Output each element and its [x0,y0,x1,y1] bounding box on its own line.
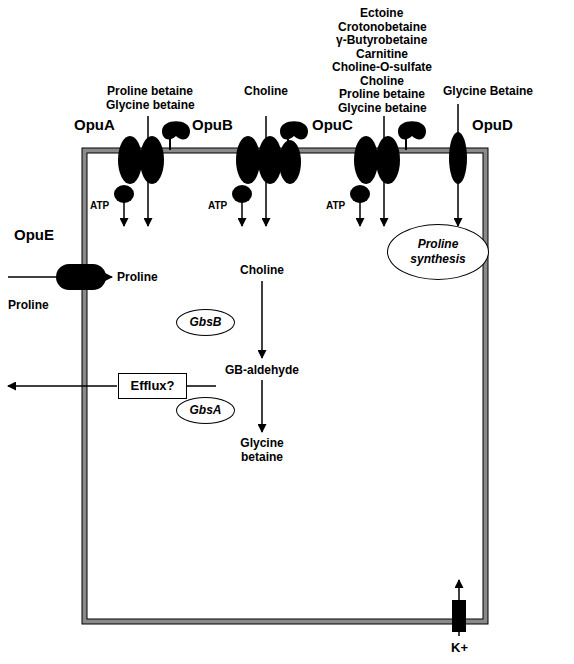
transporter-label: OpuB [192,116,233,134]
node-text: GbsA [189,403,221,418]
label-text: Carnitine [356,47,408,61]
node-text: Proline synthesis [402,237,474,267]
atp-label: ATP [208,200,227,212]
label-text: Glycine Betaine [443,84,533,98]
label-text: Proline [8,298,49,312]
transporter-label: OpuC [312,116,353,134]
efflux-box: Efflux? [118,373,187,399]
label-text: Choline-O-sulfate [332,60,432,74]
node-text: GbsB [189,315,221,330]
metabolite-label: Choline [240,263,284,277]
transporter-label: OpuA [74,116,115,134]
substrate-label: Carnitine [356,47,408,61]
substrate-label: Choline [244,84,288,98]
node-text: OpuD [472,116,513,133]
substrate-label: Glycine Betaine [443,84,533,98]
atp-label: ATP [326,200,345,212]
label-text: ATP [208,200,227,211]
substrate-label: Proline [8,298,49,312]
label-text: Choline [360,74,404,88]
label-text: Proline [117,270,158,284]
label-text: K+ [451,640,468,655]
node-text: OpuE [14,226,54,243]
substrate-label: Proline betaine [339,87,425,101]
transporter-label: OpuD [472,116,513,134]
label-text: Proline betaine [107,84,193,98]
label-text: Glycine betaine [240,436,283,464]
label-text: ATP [90,200,109,211]
efflux-arrow [8,385,117,387]
label-text: ATP [326,200,345,211]
efflux-line [187,385,216,387]
label-text: Crotonobetaine [338,20,427,34]
label-text: Choline [240,263,284,277]
metabolite-label: Glycine betaine [230,436,294,464]
node-text: OpuA [74,116,115,133]
pathway-ellipse: Proline synthesis [387,224,489,280]
label-text: Proline betaine [339,87,425,101]
substrate-label: Proline betaine [107,84,193,98]
ion-label: K+ [451,640,468,655]
substrate-label: Crotonobetaine [338,20,427,34]
substrate-label: Glycine betaine [338,101,427,115]
metabolite-label: GB-aldehyde [225,363,299,377]
label-text: Glycine betaine [338,101,427,115]
enzyme-ellipse: GbsB [176,309,235,336]
substrate-label: Choline [360,74,404,88]
enzyme-ellipse: GbsA [176,397,235,424]
label-text: Glycine betaine [106,98,195,112]
label-text: GB-aldehyde [225,363,299,377]
atp-label: ATP [90,200,109,212]
label-text: Choline [244,84,288,98]
node-text: Efflux? [130,378,174,394]
substrate-label: γ-Butyrobetaine [336,33,427,47]
substrate-label: Glycine betaine [106,98,195,112]
substrate-label: Proline [117,270,158,284]
label-text: γ-Butyrobetaine [336,33,427,47]
substrate-label: Ectoine [360,6,403,20]
node-text: OpuC [312,116,353,133]
transporter-label: OpuE [14,226,54,244]
node-text: OpuB [192,116,233,133]
substrate-label: Choline-O-sulfate [332,60,432,74]
label-text: Ectoine [360,6,403,20]
